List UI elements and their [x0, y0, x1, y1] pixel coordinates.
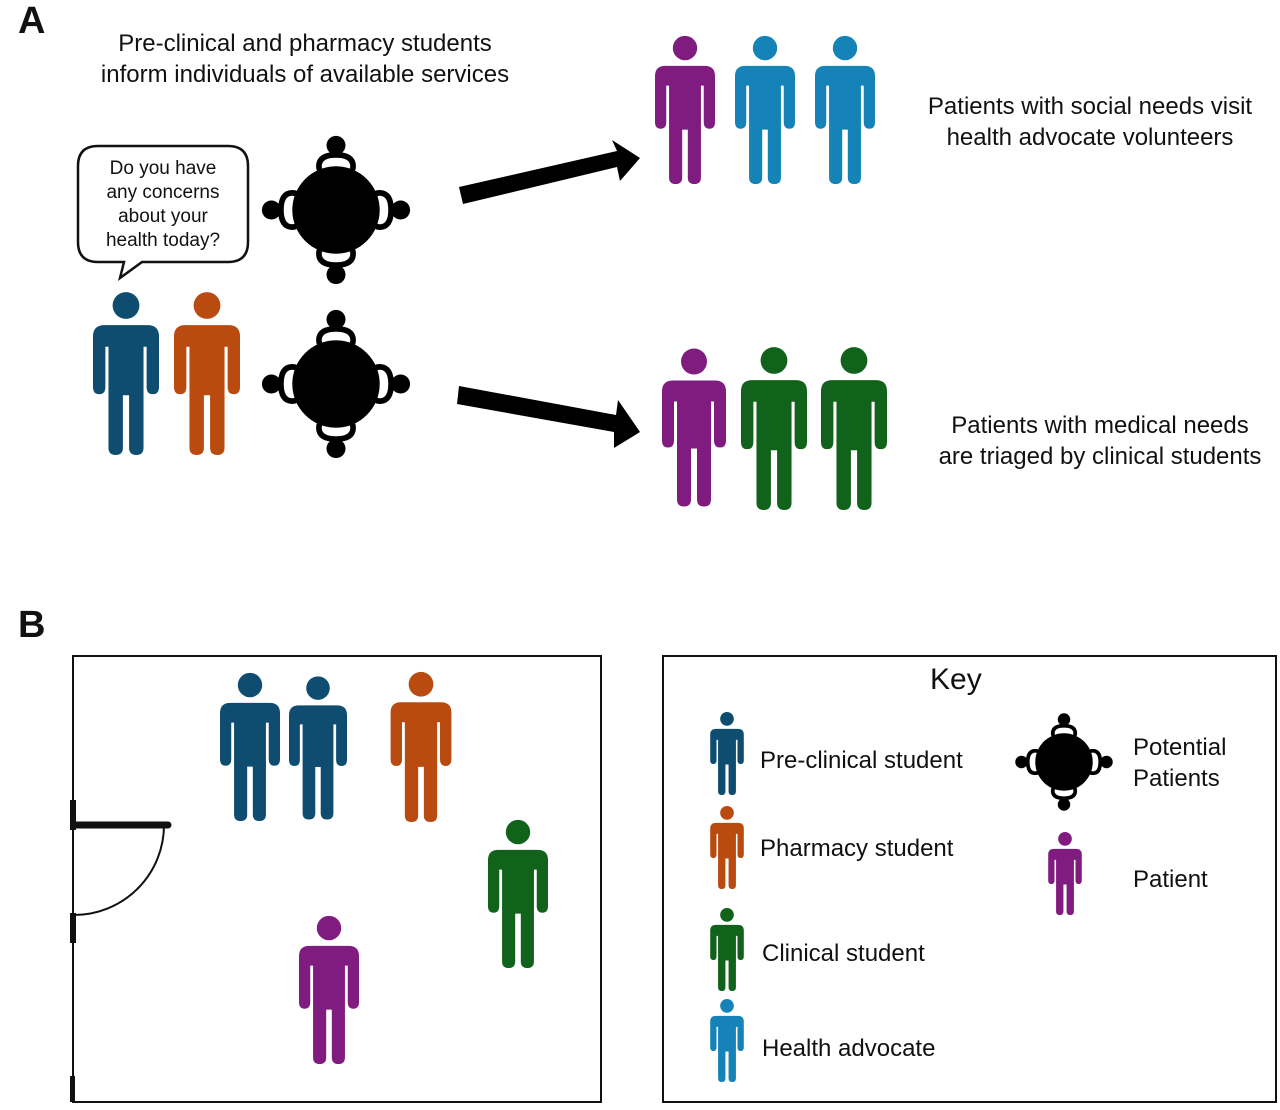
clinical-student-figure — [741, 345, 807, 510]
key-legend-box — [662, 655, 1277, 1103]
legend-label-clinical: Clinical student — [762, 940, 925, 967]
legend-label-pharmacy: Pharmacy student — [760, 835, 954, 862]
legend-line: Potential — [1133, 734, 1227, 761]
legend-label-pre-clinical: Pre-clinical student — [760, 747, 963, 774]
pharmacy-student-figure — [174, 290, 240, 455]
room-layout-box — [72, 655, 602, 1103]
bubble-line: Do you have — [109, 158, 217, 179]
potential-patients-key-icon — [1014, 712, 1114, 812]
pre-clinical-student-figure — [220, 670, 280, 822]
patient-figure — [655, 33, 715, 185]
caption-social-needs: Patients with social needs visit health … — [900, 91, 1280, 153]
speech-bubble-text: Do you have any concerns about your heal… — [80, 157, 246, 253]
health-advocate-key-icon — [710, 998, 744, 1082]
patient-key-icon — [1048, 831, 1082, 915]
key-title: Key — [930, 663, 982, 696]
clinical-student-key-icon — [710, 907, 744, 991]
caption-line: inform individuals of available services — [100, 61, 510, 88]
bubble-line: health today? — [105, 230, 221, 251]
arrow-to-medical-needs — [457, 386, 640, 448]
panel-a-label: A — [18, 0, 46, 42]
arrow-to-social-needs — [459, 140, 640, 204]
patient-figure — [662, 344, 726, 509]
legend-label-health-advocate: Health advocate — [762, 1035, 936, 1062]
health-advocate-figure — [815, 33, 875, 185]
legend-line: Patients — [1133, 765, 1220, 792]
caption-line: Patients with social needs visit — [927, 93, 1253, 120]
bubble-line: about your — [118, 206, 208, 227]
clinical-student-figure — [821, 345, 887, 510]
caption-students-inform: Pre-clinical and pharmacy students infor… — [60, 28, 550, 90]
caption-line: are triaged by clinical students — [938, 443, 1262, 470]
patient-figure — [299, 913, 359, 1065]
caption-line: Pre-clinical and pharmacy students — [118, 30, 492, 57]
pre-clinical-student-figure — [93, 290, 159, 455]
caption-medical-needs: Patients with medical needs are triaged … — [915, 410, 1280, 472]
pre-clinical-student-key-icon — [710, 711, 744, 795]
legend-label-patient: Patient — [1133, 866, 1208, 893]
bubble-line: any concerns — [106, 182, 220, 203]
health-advocate-figure — [735, 33, 795, 185]
legend-label-potential-patients: Potential Patients — [1133, 732, 1226, 794]
potential-patients-table-icon — [260, 134, 412, 286]
pre-clinical-student-figure — [289, 673, 347, 821]
panel-b-label: B — [18, 604, 46, 646]
pharmacy-student-figure — [390, 670, 452, 822]
caption-line: Patients with medical needs — [951, 412, 1249, 439]
pharmacy-student-key-icon — [710, 805, 744, 889]
caption-line: health advocate volunteers — [946, 124, 1234, 151]
potential-patients-table-icon — [260, 308, 412, 460]
clinical-student-figure — [488, 817, 548, 969]
